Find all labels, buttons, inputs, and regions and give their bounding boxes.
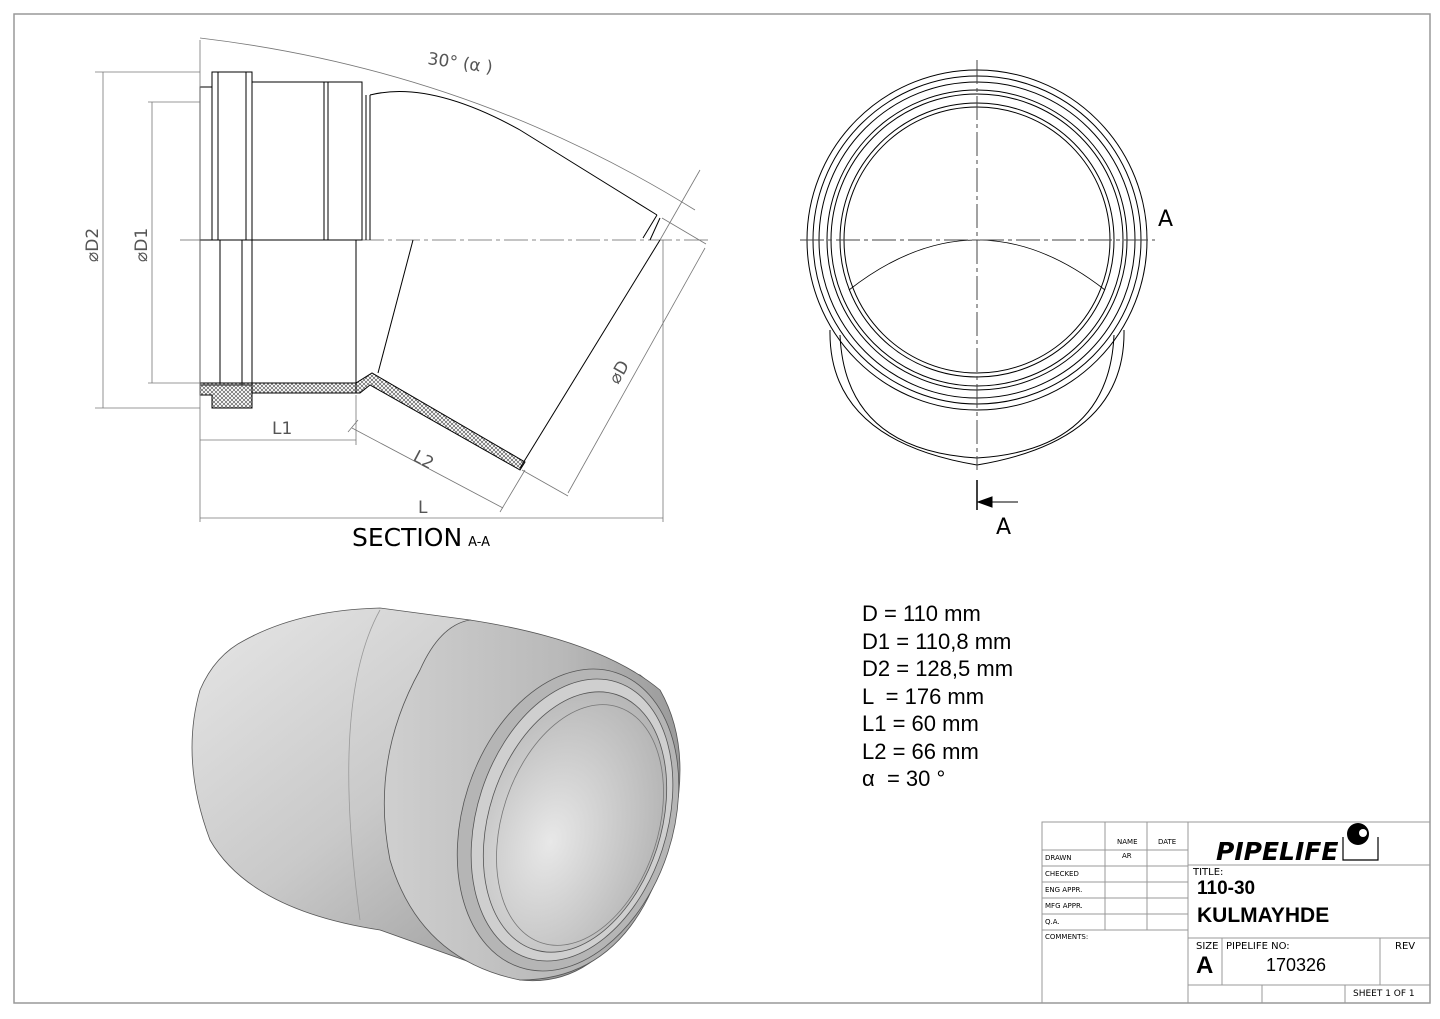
spec-alpha: α = 30 ° bbox=[862, 766, 946, 791]
logo-text: PIPELIFE bbox=[1216, 837, 1338, 866]
title-line1: 110-30 bbox=[1197, 878, 1256, 899]
comments-label: COMMENTS: bbox=[1045, 933, 1089, 941]
pipelife-no-value: 170326 bbox=[1266, 955, 1327, 975]
dim-l-label: L bbox=[418, 498, 428, 518]
spec-l: L = 176 mm bbox=[862, 683, 985, 709]
title-line2: KULMAYHDE bbox=[1197, 904, 1330, 927]
section-marker-bottom: A bbox=[996, 515, 1011, 540]
row-eng-label: ENG APPR. bbox=[1045, 886, 1083, 894]
size-value: A bbox=[1196, 952, 1214, 979]
col-date-header: DATE bbox=[1158, 838, 1177, 846]
col-name-header: NAME bbox=[1117, 838, 1138, 846]
dim-l1-label: L1 bbox=[272, 419, 292, 439]
size-label: SIZE bbox=[1196, 941, 1219, 952]
row-mfg-label: MFG APPR. bbox=[1045, 902, 1083, 910]
title-block-grid bbox=[1041, 821, 1431, 1004]
spec-list: D = 110 mm D1 = 110,8 mm D2 = 128,5 mm L… bbox=[862, 600, 1013, 793]
end-view: A A bbox=[800, 60, 1173, 540]
spec-l2: L2 = 66 mm bbox=[862, 738, 979, 764]
dim-l2-label: L2 bbox=[410, 447, 437, 474]
spec-d: D = 110 mm bbox=[862, 601, 981, 626]
sheet-label: SHEET 1 OF 1 bbox=[1353, 989, 1415, 999]
spec-d1: D1 = 110,8 mm bbox=[862, 628, 1012, 654]
isometric-render bbox=[191, 607, 681, 982]
dim-angle-label: 30° (α ) bbox=[426, 49, 494, 78]
row-drawn-name: AR bbox=[1122, 852, 1132, 860]
dim-d1-label: ⌀D1 bbox=[132, 228, 152, 262]
pipelife-no-label: PIPELIFE NO: bbox=[1226, 941, 1290, 952]
row-checked-label: CHECKED bbox=[1045, 870, 1079, 878]
dim-d2-label: ⌀D2 bbox=[83, 228, 103, 262]
spec-l1: L1 = 60 mm bbox=[862, 711, 979, 736]
row-qa-label: Q.A. bbox=[1045, 918, 1060, 926]
section-marker-top: A bbox=[1158, 207, 1173, 232]
row-drawn-label: DRAWN bbox=[1045, 854, 1072, 862]
sheet-border bbox=[13, 13, 1431, 1004]
title-label: TITLE: bbox=[1193, 867, 1224, 878]
section-arrow-icon bbox=[976, 496, 993, 508]
pipelife-logo: PIPELIFE bbox=[1216, 823, 1379, 866]
rev-label: REV bbox=[1395, 941, 1416, 952]
logo-mark-icon bbox=[1342, 837, 1379, 861]
spec-d2: D2 = 128,5 mm bbox=[862, 656, 1014, 681]
